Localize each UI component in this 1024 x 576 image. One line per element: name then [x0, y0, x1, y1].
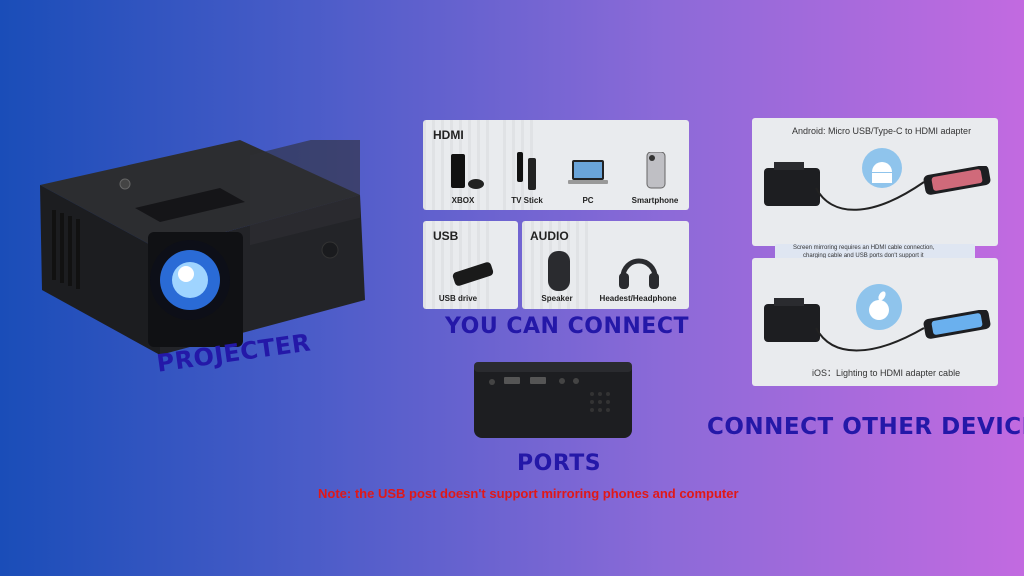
mini-projector-icon [762, 298, 824, 351]
usb-note: Note: the USB post doesn't support mirro… [318, 486, 739, 501]
xbox-icon [448, 152, 488, 197]
audio-item-label: Headest/Headphone [599, 294, 677, 303]
projector-image [30, 127, 380, 360]
audio-item-label: Speaker [541, 294, 573, 303]
headphone-icon [617, 249, 661, 298]
hdmi-item-label: Smartphone [631, 196, 679, 205]
usb-item-label: USB drive [438, 294, 478, 303]
laptop-icon [568, 158, 608, 193]
hdmi-item-label: TV Stick [511, 196, 543, 205]
apple-icon [854, 282, 904, 337]
hdmi-title: HDMI [433, 128, 464, 142]
you-can-connect-heading: YOU CAN CONNECT [445, 314, 689, 339]
hdmi-item-label: XBOX [451, 196, 475, 205]
ports-heading: PORTS [517, 451, 602, 476]
usb-title: USB [433, 229, 459, 243]
iphone-icon [922, 309, 994, 345]
ios-cable [815, 327, 925, 352]
mini-projector-icon [762, 162, 824, 215]
android-cable [815, 181, 925, 211]
hdmi-card: HDMI XBOX TV Stick PC Smartphone [423, 120, 689, 210]
android-icon [860, 146, 904, 195]
ios-caption: iOS：Lighting to HDMI adapter cable [812, 368, 961, 378]
connect-other-heading: CONNECT OTHER DEVICE [707, 414, 1024, 440]
mirror-note: Screen mirroring requires an HDMI cable … [775, 244, 975, 262]
usb-card: USB USB drive [423, 221, 518, 309]
mirror-note-line2: charging cable and USB ports don't suppo… [803, 253, 924, 259]
usb-drive-icon [451, 259, 501, 294]
speaker-icon [546, 249, 572, 298]
mirror-note-line1: Screen mirroring requires an HDMI cable … [793, 245, 935, 251]
ios-panel: iOS：Lighting to HDMI adapter cable [752, 258, 998, 386]
tv-stick-icon [513, 152, 543, 197]
android-phone-icon [922, 165, 994, 201]
android-panel: Android: Micro USB/Type-C to HDMI adapte… [752, 118, 998, 246]
ports-image [472, 358, 634, 440]
android-caption: Android: Micro USB/Type-C to HDMI adapte… [792, 126, 972, 136]
hdmi-item-label: PC [582, 196, 594, 205]
smartphone-icon [645, 151, 669, 197]
audio-title: AUDIO [530, 229, 569, 243]
audio-card: AUDIO Speaker Headest/Headphone [522, 221, 689, 309]
